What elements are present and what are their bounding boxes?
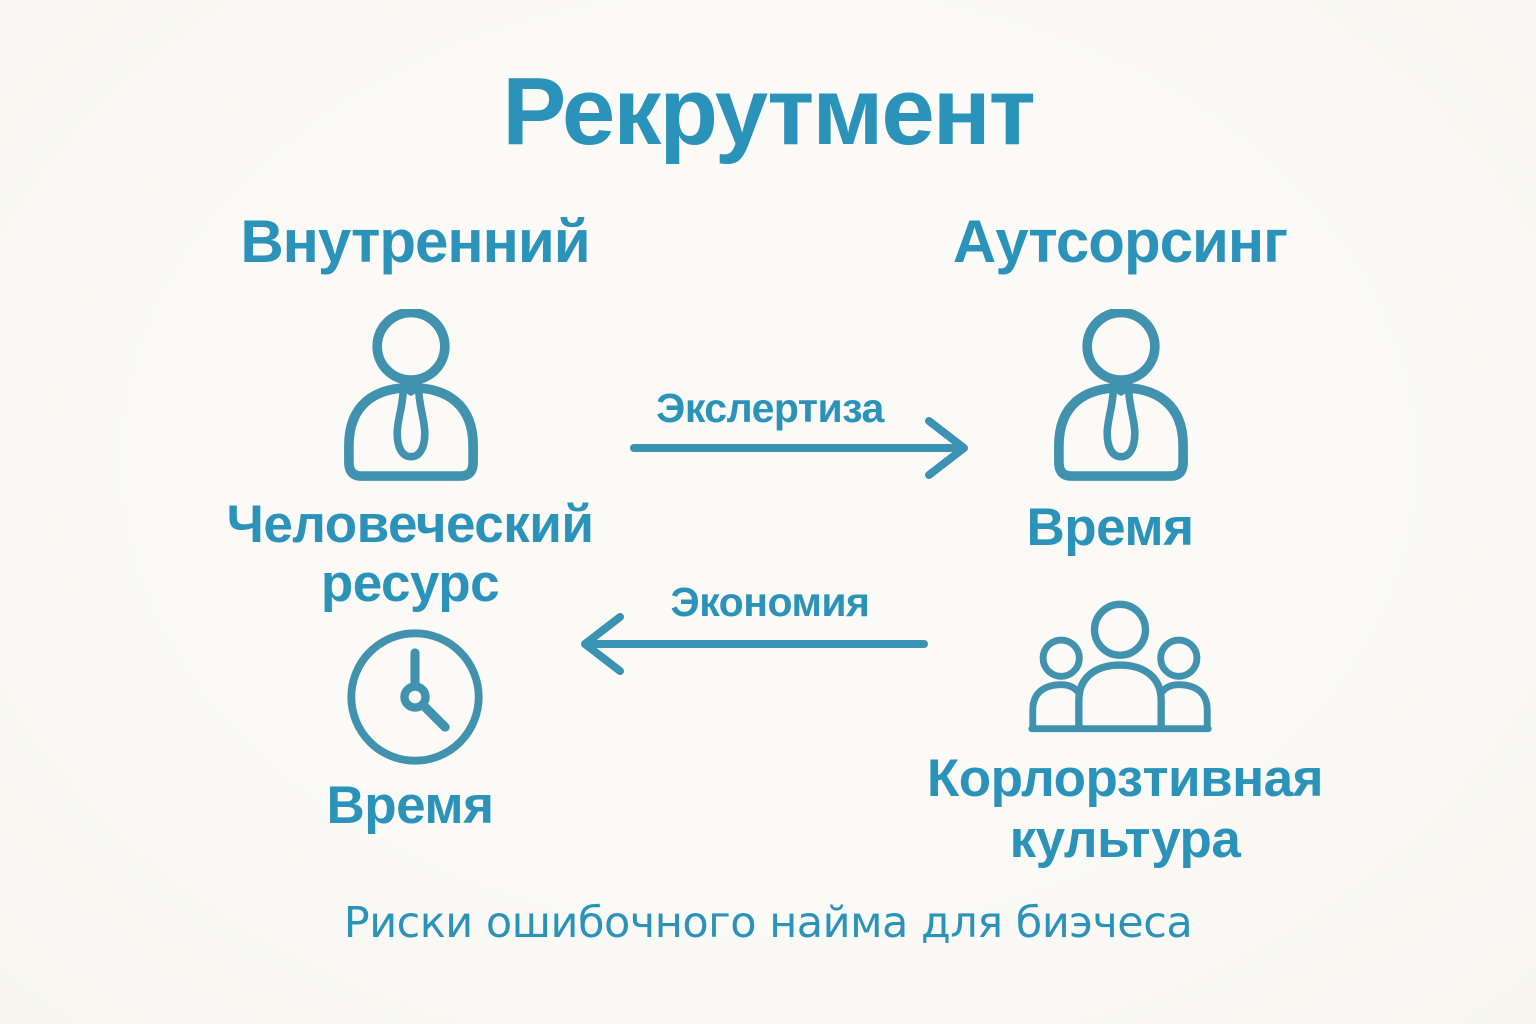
person-tie-icon [1052,309,1190,483]
person-tie-icon [342,309,480,483]
label-corporate-culture: Корлорзтивная культура [926,749,1324,870]
label-time-left: Время [326,776,494,835]
heading-internal: Внутренний [240,208,590,275]
footer-note: Риски ошибочного найма для биэчеса [343,898,1193,948]
heading-outsourcing: Аутсорсинг [952,208,1288,275]
arrow-label-expertise: Экслертиза [656,385,884,431]
label-time-right: Время [1026,498,1194,557]
arrow-left-icon [578,610,930,678]
people-group-icon [1022,598,1218,736]
arrow-label-economy: Экономия [670,579,870,625]
clock-icon [345,627,485,767]
page-title: Рекрутмент [502,58,1035,165]
label-human-resource: Человеческий ресурс [226,495,594,614]
arrow-right-icon [628,414,973,482]
